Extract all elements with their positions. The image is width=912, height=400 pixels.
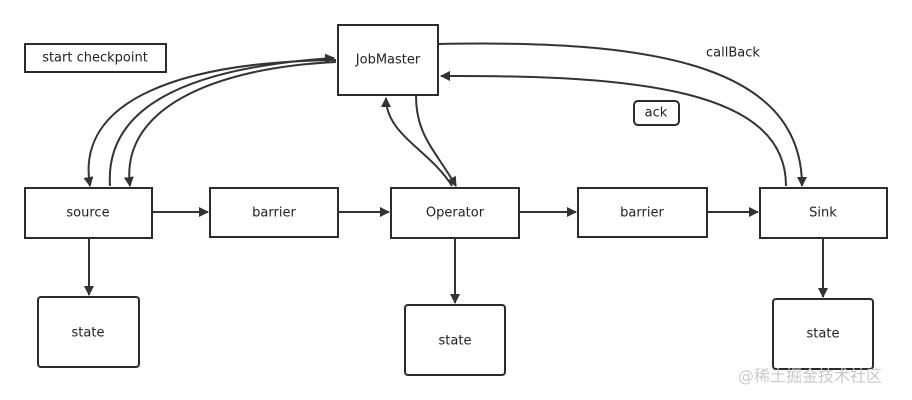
node-ack-label: ack xyxy=(645,106,668,121)
node-sink: Sink xyxy=(759,187,888,239)
node-barrier-1-label: barrier xyxy=(252,206,296,221)
node-operator-label: Operator xyxy=(426,206,485,221)
node-start-checkpoint-label: start checkpoint xyxy=(42,51,148,66)
node-barrier-1: barrier xyxy=(209,187,339,238)
node-barrier-2-label: barrier xyxy=(620,206,664,221)
edge-jobmaster-to-source xyxy=(83,59,337,187)
node-job-master-label: JobMaster xyxy=(355,53,421,68)
edge-jobmaster-to-sink-callback xyxy=(438,42,807,187)
node-source-label: source xyxy=(66,206,109,221)
node-state-operator-label: state xyxy=(439,334,472,349)
node-barrier-2: barrier xyxy=(577,187,708,238)
node-operator: Operator xyxy=(390,187,520,239)
node-ack: ack xyxy=(633,100,680,126)
node-start-checkpoint: start checkpoint xyxy=(24,43,167,73)
edge-jobmaster-to-operator xyxy=(415,95,457,187)
node-state-source: state xyxy=(37,296,140,368)
edge-label-callback: callBack xyxy=(706,46,760,61)
node-state-sink-label: state xyxy=(807,327,840,342)
edge-jobmaster-to-source-2 xyxy=(123,61,337,187)
edge-sink-to-jobmaster-ack xyxy=(440,70,787,187)
watermark-text: @稀土掘金技术社区 xyxy=(738,367,882,386)
node-state-source-label: state xyxy=(72,326,105,341)
node-state-operator: state xyxy=(404,304,506,376)
edge-source-to-jobmaster xyxy=(108,53,335,187)
node-job-master: JobMaster xyxy=(337,24,439,96)
node-sink-label: Sink xyxy=(809,206,837,221)
node-source: source xyxy=(24,187,153,239)
node-state-sink: state xyxy=(772,298,874,370)
edge-operator-to-jobmaster xyxy=(381,97,453,187)
